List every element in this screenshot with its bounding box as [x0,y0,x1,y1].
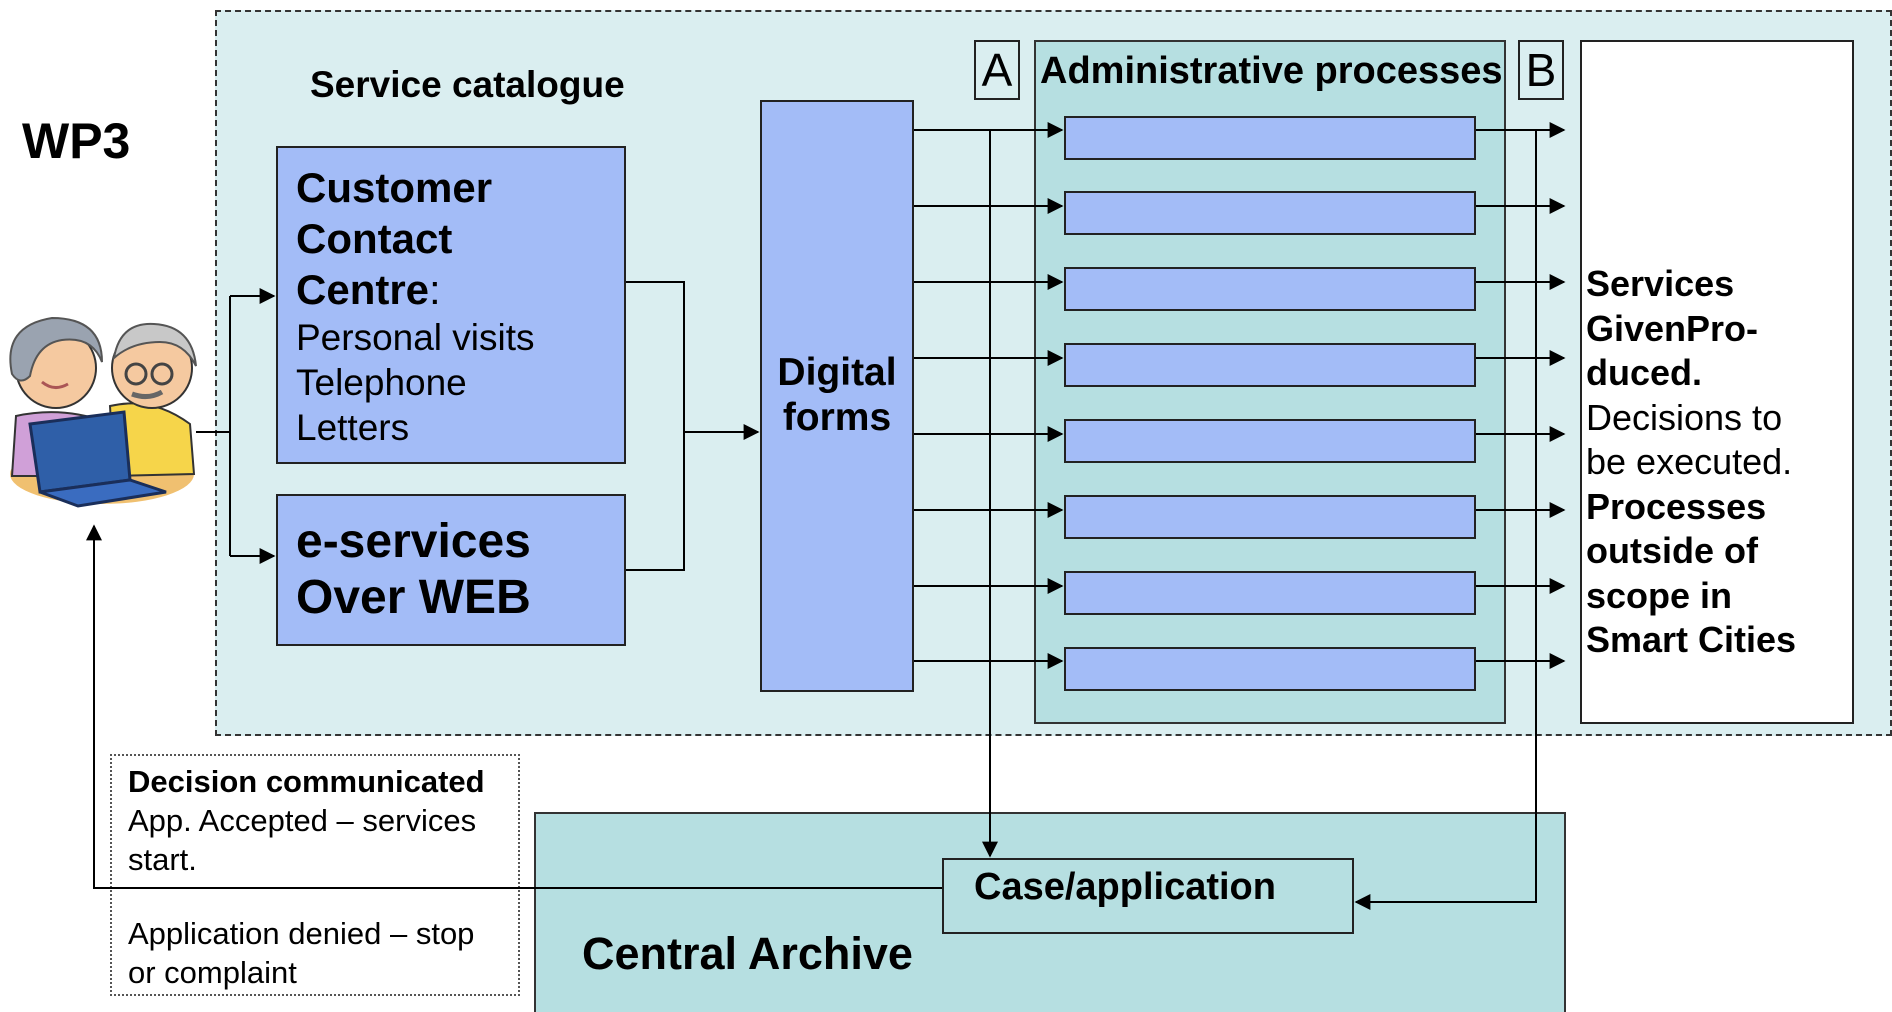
process-bar-2 [1064,191,1476,235]
case-application-label: Case/application [974,866,1276,908]
decision-denied-line-1: Application denied – stop [128,916,475,951]
contact-item-letters: Letters [296,407,410,448]
contact-centre-title-1: Customer [296,164,493,211]
outputs-line-7: outside of [1586,530,1758,571]
contact-centre-box [276,146,626,464]
outputs-line-6: Processes [1586,485,1767,527]
outputs-line-9: Smart Cities [1586,619,1797,660]
decision-denied-text: Application denied – stop or complaint [128,914,474,992]
contact-centre-title-3-wrap: Centre: [296,264,535,315]
process-bar-5 [1064,419,1476,463]
digital-forms-line-1: Digital [777,351,897,394]
wp3-label: WP3 [22,113,131,169]
case-application-box [942,858,1354,934]
digital-forms-text: Digital forms [760,350,914,440]
marker-b: B [1518,40,1564,100]
eservices-text: e-services Over WEB [296,514,531,626]
process-bar-3 [1064,267,1476,311]
service-catalogue-title: Service catalogue [310,64,625,105]
process-bar-7 [1064,571,1476,615]
eservices-line-1: e-services [296,515,531,568]
outputs-line-8: scope in [1586,574,1733,616]
contact-centre-colon: : [429,266,441,313]
decision-note-title: Decision communicated [128,764,485,799]
central-archive-label: Central Archive [582,928,913,979]
eservices-line-2: Over WEB [296,571,531,624]
outputs-line-1: Services [1586,263,1735,304]
contact-centre-title-3: Centre [296,266,430,313]
decision-denied-line-2: or complaint [128,955,297,990]
outputs-line-4: Decisions to [1586,396,1783,438]
outputs-line-3: duced. [1586,352,1703,393]
process-bar-4 [1064,343,1476,387]
outputs-text: Services GivenPro- duced. Decisions to b… [1586,262,1796,663]
process-bar-6 [1064,495,1476,539]
decision-accepted-line-2: start. [128,842,197,877]
decision-note-text: Decision communicated App. Accepted – se… [128,762,485,879]
admin-processes-title: Administrative processes [1040,50,1503,92]
elderly-couple-computer-icon [9,316,197,508]
marker-a: A [974,40,1020,100]
decision-accepted-line-1: App. Accepted – services [128,803,477,838]
outputs-line-5: be executed. [1586,441,1793,482]
contact-centre-text: Customer Contact Centre: Personal visits… [296,162,535,450]
process-bar-8 [1064,647,1476,691]
outputs-box [1580,40,1854,724]
digital-forms-line-2: forms [782,396,892,439]
process-bar-1 [1064,116,1476,160]
contact-item-visits: Personal visits [296,317,535,358]
digital-forms-box [760,100,914,692]
decision-note [110,754,520,996]
outputs-line-2: GivenPro- [1586,307,1759,349]
contact-item-telephone: Telephone [296,362,467,403]
eservices-box [276,494,626,646]
contact-centre-title-2: Contact [296,215,453,262]
